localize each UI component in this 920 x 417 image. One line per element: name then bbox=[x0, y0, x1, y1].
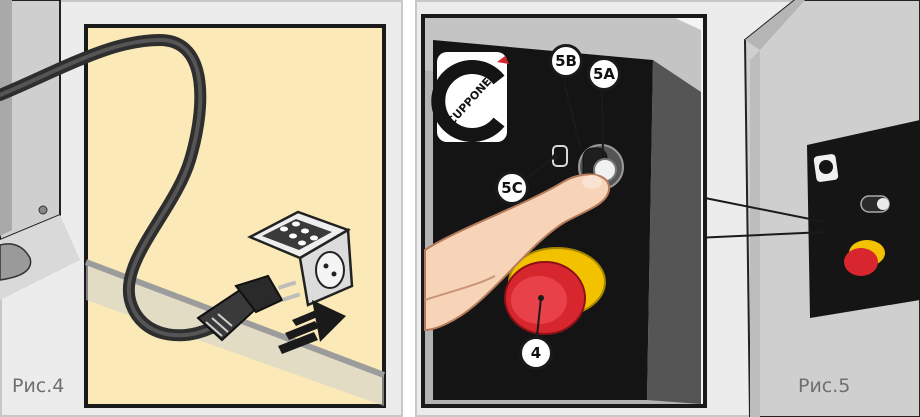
cuppone-logo-icon: CUPPONE bbox=[437, 52, 509, 142]
figure-5-illustration: CUPPONE bbox=[415, 0, 920, 417]
callout-4: 4 bbox=[519, 336, 553, 370]
figure-4-label: Рис.4 bbox=[12, 375, 64, 397]
callout-5b: 5B bbox=[549, 44, 583, 78]
machine-body bbox=[745, 0, 920, 417]
figure-5-panel: CUPPONE 5B 5A 5C 4 Рис.5 bbox=[415, 0, 920, 417]
detail-frame bbox=[86, 26, 384, 406]
figure-5-label: Рис.5 bbox=[798, 375, 850, 397]
callout-5c: 5C bbox=[495, 171, 529, 205]
callout-5a: 5A bbox=[587, 57, 621, 91]
figure-4-illustration bbox=[0, 0, 403, 417]
figure-4-panel: Рис.4 bbox=[0, 0, 403, 417]
